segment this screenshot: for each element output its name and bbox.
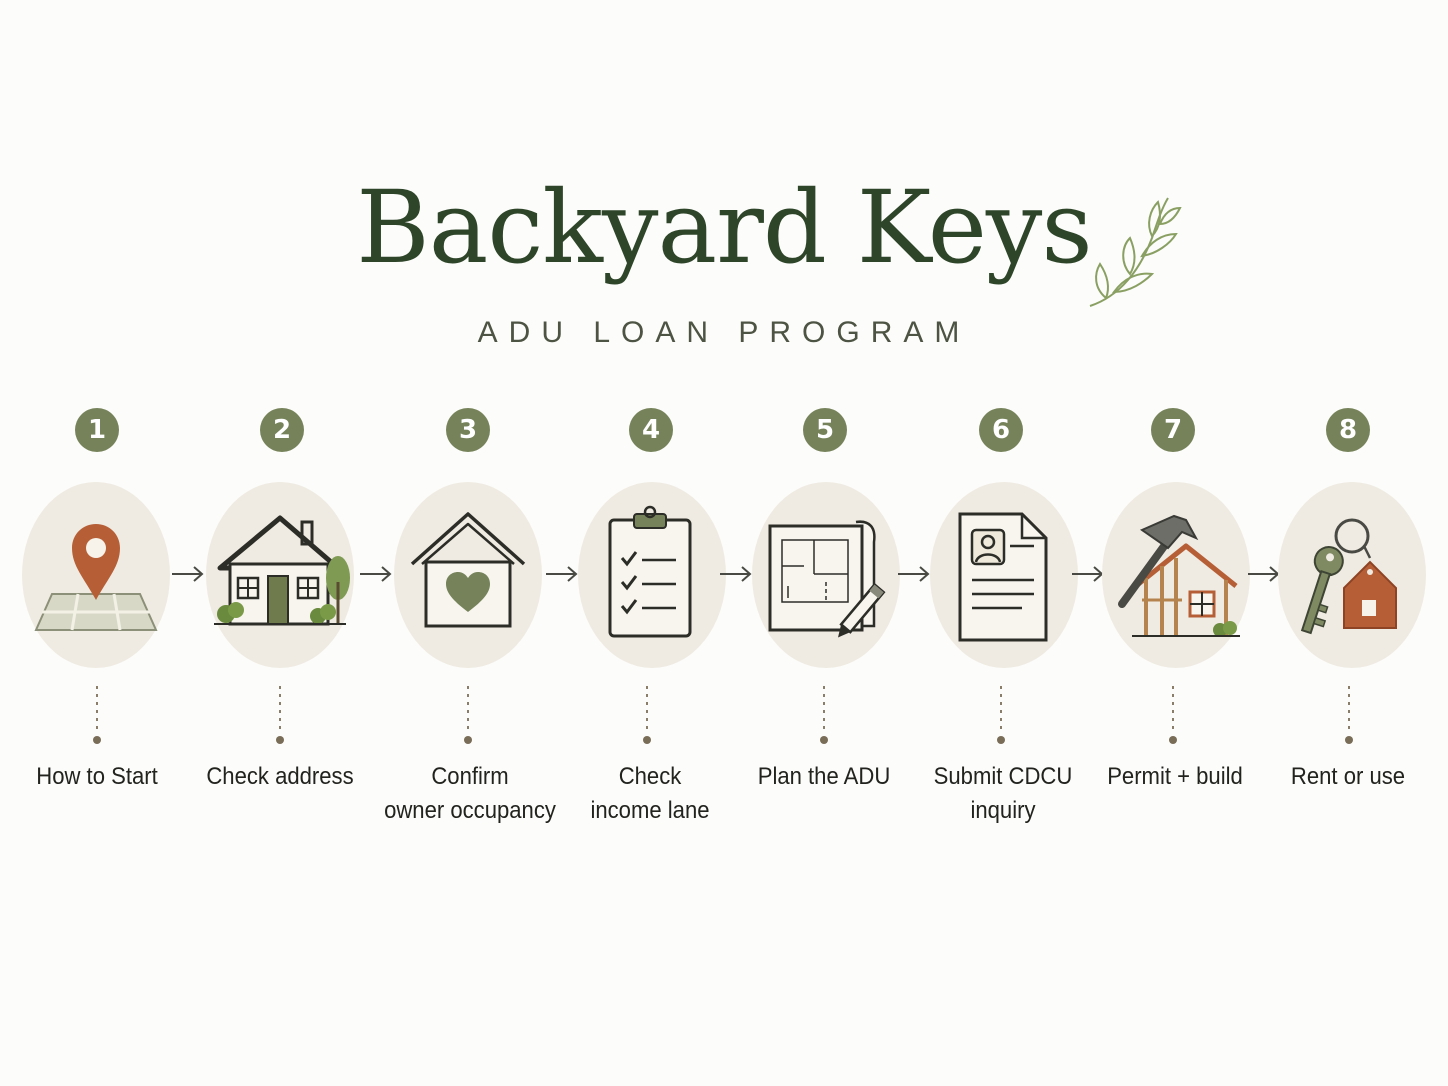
step-number-badge: 7 <box>1151 408 1195 452</box>
dotted-connector <box>997 686 1005 744</box>
step-label: Check income lane <box>590 763 710 824</box>
arrow-right-icon <box>1248 566 1280 582</box>
step-icon-circle <box>394 482 542 668</box>
step-icon-circle <box>1278 482 1426 668</box>
dotted-connector <box>93 686 101 744</box>
house-heart-icon <box>410 512 526 628</box>
step-label: How to Start <box>36 763 158 790</box>
arrow-right-icon <box>898 566 930 582</box>
hammer-construction-icon <box>1118 514 1240 637</box>
step-icon-circle <box>578 482 726 668</box>
page-title: Backyard Keys <box>356 169 1092 286</box>
map-pin-icon <box>34 524 158 631</box>
step-icon-circle <box>1102 482 1250 668</box>
step-icon-circle <box>752 482 900 668</box>
blueprint-pencil-icon <box>768 520 886 638</box>
step-label: Permit + build <box>1107 763 1243 790</box>
leaf-sprig-icon <box>1089 197 1182 307</box>
step-number-badge: 8 <box>1326 408 1370 452</box>
application-document-icon <box>958 512 1048 642</box>
step-icon-circle <box>206 482 354 668</box>
dotted-connector <box>643 686 651 744</box>
keys-icon <box>1300 518 1397 635</box>
arrow-right-icon <box>1072 566 1104 582</box>
step-label: Check address <box>206 763 354 790</box>
page-subtitle: ADU LOAN PROGRAM <box>477 316 971 349</box>
step-label: Confirm owner occupancy <box>384 763 556 824</box>
dotted-connector <box>1169 686 1177 744</box>
house-icon <box>214 515 350 626</box>
arrow-right-icon <box>546 566 578 582</box>
step-number-badge: 1 <box>75 408 119 452</box>
arrow-right-icon <box>172 566 204 582</box>
step-number-badge: 2 <box>260 408 304 452</box>
step-label: Plan the ADU <box>757 763 891 790</box>
arrow-right-icon <box>720 566 752 582</box>
arrow-right-icon <box>360 566 392 582</box>
step-icon-circle <box>22 482 170 668</box>
step-number-badge: 5 <box>803 408 847 452</box>
step-number-badge: 3 <box>446 408 490 452</box>
step-label: Submit CDCU inquiry <box>933 763 1073 824</box>
step-number-badge: 4 <box>629 408 673 452</box>
step-label: Rent or use <box>1290 763 1406 790</box>
dotted-connector <box>1345 686 1353 744</box>
dotted-connector <box>464 686 472 744</box>
dotted-connector <box>276 686 284 744</box>
clipboard-checklist-icon <box>608 505 692 638</box>
dotted-connector <box>820 686 828 744</box>
step-number-badge: 6 <box>979 408 1023 452</box>
step-icon-circle <box>930 482 1078 668</box>
